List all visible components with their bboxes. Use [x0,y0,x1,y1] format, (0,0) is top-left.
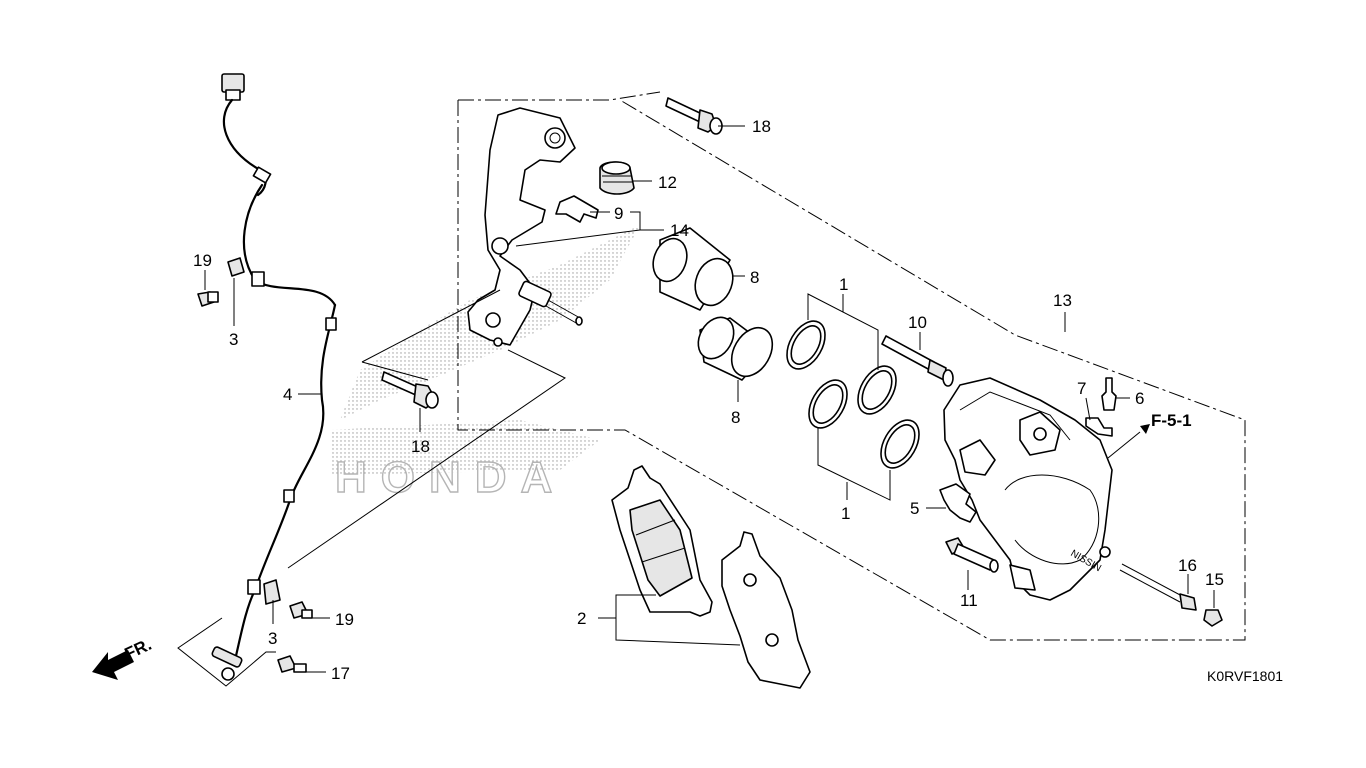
callout-9: 9 [614,204,623,223]
callout-1-lower: 1 [841,504,850,523]
piston-seal-1d [880,419,920,469]
callout-3-lower: 3 [268,629,277,648]
reference-f-5-1: F-5-1 [1151,411,1192,430]
callout-17: 17 [331,664,350,683]
wire-clip-upper [227,257,245,277]
callout-18-middle: 18 [411,437,430,456]
callout-18-top: 18 [752,117,771,136]
callout-7: 7 [1077,379,1086,398]
front-direction-arrow: FR. [92,635,155,680]
callout-1-upper: 1 [839,275,848,294]
slide-pin-11 [945,537,999,573]
pin-plug-15 [1203,609,1223,627]
callout-12: 12 [658,173,677,192]
callout-8-lower: 8 [731,408,740,427]
callout-8-upper: 8 [750,268,759,287]
caliper-body-13: NISSIN [943,377,1113,601]
honda-watermark-text: HONDA [335,453,566,502]
bleeder-valve-6 [1101,377,1117,411]
pad-pin-16 [1119,563,1197,611]
honda-wing-watermark: HONDA [330,225,640,503]
callout-2: 2 [577,609,586,628]
callout-4: 4 [283,385,292,404]
bolt-17 [277,655,307,673]
callout-11: 11 [960,591,978,610]
piston-seal-1c [808,379,848,429]
callout-19-lower: 19 [335,610,354,629]
pad-spring-5 [939,483,977,523]
bolt-18-middle [381,371,439,409]
callout-6: 6 [1135,389,1144,408]
pin-boot-12 [599,161,635,195]
callout-16: 16 [1178,556,1197,575]
piston-8-lower [697,316,774,381]
piston-8-upper [652,227,734,311]
wheel-speed-sensor [211,73,337,681]
callout-14: 14 [670,221,689,240]
brake-pad-2-front [611,465,713,617]
bleeder-cap-7 [1085,417,1113,437]
wire-clip-lower [263,579,281,605]
caliper-bracket [467,107,583,347]
callout-15: 15 [1205,570,1224,589]
callout-3-upper: 3 [229,330,238,349]
leader-lines [177,125,1215,687]
brake-pad-2-rear [721,531,811,689]
bolt-19-lower [289,601,313,619]
bolt-18-top [665,97,723,135]
callout-13: 13 [1053,291,1072,310]
slide-pin-10 [881,335,954,387]
callout-10: 10 [908,313,927,332]
callout-labels: 18 12 9 14 8 8 1 1 10 13 7 6 F-5-1 5 11 … [193,117,1283,684]
assembly-outline-bracket [457,91,1246,641]
pad-retainer-9 [555,195,599,223]
bolt-19-upper [197,291,219,307]
piston-seal-1b [857,365,897,415]
drawing-code: K0RVF1801 [1207,668,1283,684]
callout-19-upper: 19 [193,251,212,270]
piston-seal-1a [786,320,826,370]
callout-5: 5 [910,499,919,518]
